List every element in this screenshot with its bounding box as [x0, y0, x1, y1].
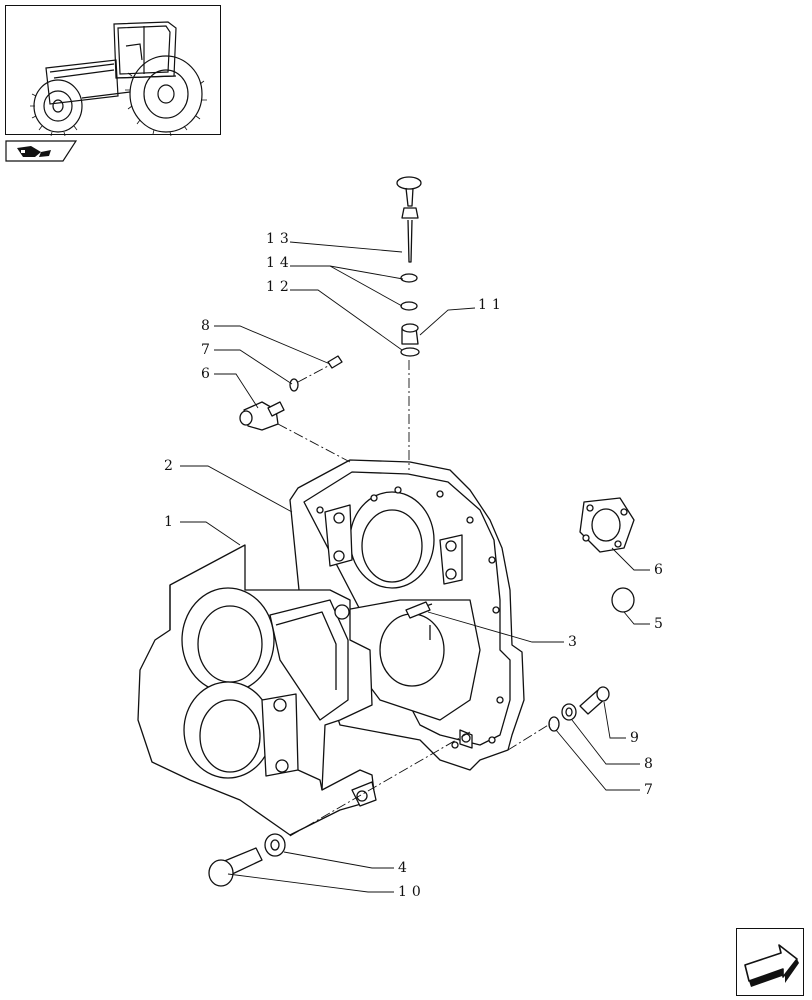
flange-gasket: [579, 497, 635, 553]
leader-lines: [180, 241, 650, 893]
callout-11: 13: [266, 231, 294, 247]
seal-ring: [400, 347, 420, 357]
callout-4: 4: [398, 860, 407, 876]
tractor-icon: [30, 21, 207, 137]
callout-9: 9: [630, 730, 639, 746]
next-page-button[interactable]: [736, 928, 804, 996]
callout-10: 10: [398, 884, 426, 900]
o-ring-upper: [400, 273, 418, 283]
callout-3: 3: [568, 634, 577, 650]
section-reference-icon: [5, 140, 78, 162]
callout-6-top: 6: [201, 366, 210, 382]
callout-5: 5: [654, 616, 663, 632]
front-housing: [137, 544, 377, 836]
bolt-and-washers-right: [548, 686, 610, 732]
o-ring-middle: [400, 301, 418, 311]
callout-labels: 13 14 12 11 8 7 6 2 1 3 6 5 9 8 7 4 10: [164, 231, 663, 900]
small-washer: [289, 378, 299, 392]
callout-13: 12: [266, 279, 294, 295]
callout-6-right: 6: [654, 562, 663, 578]
callout-2: 2: [164, 458, 173, 474]
callout-7-top: 7: [201, 342, 210, 358]
bolt-and-washer-bottom: [208, 833, 286, 887]
callout-8-top: 8: [201, 318, 210, 334]
small-pin: [327, 355, 343, 369]
callout-8-right: 8: [644, 756, 653, 772]
callout-14: 14: [266, 255, 294, 271]
callout-7-right: 7: [644, 782, 653, 798]
callout-1: 1: [164, 514, 173, 530]
section-reference-tab[interactable]: [5, 140, 78, 162]
dipstick: [396, 176, 422, 263]
plug: [611, 587, 635, 613]
guide-tube: [401, 323, 419, 345]
assembly-lines: [277, 360, 551, 837]
next-page-arrow-icon: [744, 944, 799, 987]
rear-housing-plate: [289, 459, 525, 771]
callout-12: 11: [478, 297, 506, 313]
tractor-thumbnail: [5, 5, 221, 137]
elbow-fitting: [239, 401, 285, 431]
